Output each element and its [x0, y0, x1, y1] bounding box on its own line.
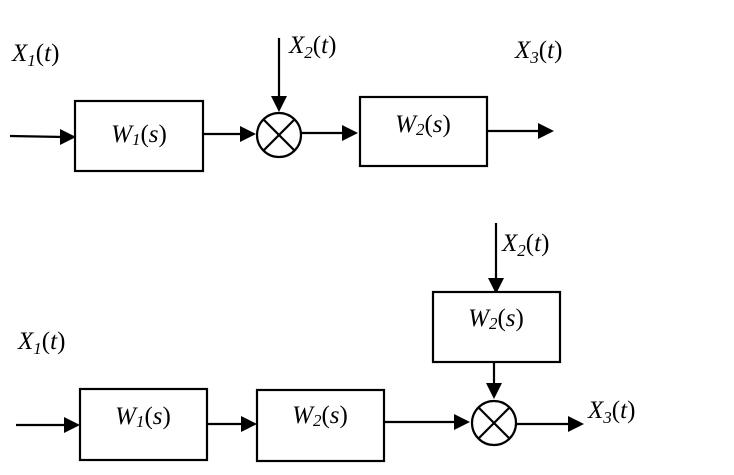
- top-w1-to-sum-arrowhead: [240, 126, 256, 142]
- top-output-arrowhead: [538, 123, 554, 139]
- bottom-input-arrowhead: [64, 417, 80, 433]
- bottom-w2-to-sum-arrowhead: [454, 414, 470, 430]
- top-block-w1: [73, 99, 205, 173]
- top-block-w1-label: W1(s): [111, 121, 167, 149]
- bottom-block-w2-label: W2(s): [292, 402, 348, 430]
- bottom-block-w1: [78, 387, 209, 462]
- bottom-input-label: X1(t): [17, 328, 65, 358]
- top-disturbance-arrowhead: [271, 96, 287, 112]
- bottom-output-arrowhead: [568, 416, 584, 432]
- bottom-diagram: X1(t) W1(s) W2(s) X2(t) W2(s): [16, 223, 635, 463]
- top-input-wire: [9, 134, 65, 139]
- top-diagram: X1(t) W1(s) X2(t) W2(s): [9, 32, 562, 173]
- bottom-w1-to-w2-arrowhead: [241, 416, 257, 432]
- bottom-block-w2: [255, 388, 386, 463]
- bottom-output-label: X3(t): [587, 397, 635, 427]
- bottom-disturbance-block-w2-label: W2(s): [468, 305, 524, 333]
- top-sum-to-w2-arrowhead: [342, 125, 358, 141]
- top-block-w2: [358, 95, 489, 168]
- top-summing-junction: [255, 111, 303, 159]
- bottom-disturbance-label: X2(t): [501, 230, 549, 260]
- top-input-label: X1(t): [11, 40, 59, 70]
- bottom-block-to-sum-arrowhead: [486, 383, 502, 399]
- top-block-w2-label: W2(s): [395, 111, 451, 139]
- bottom-summing-junction: [470, 399, 518, 447]
- top-output-label: X3(t): [514, 37, 562, 67]
- bottom-disturbance-arrowhead: [488, 278, 504, 294]
- bottom-block-w1-label: W1(s): [115, 403, 171, 431]
- bottom-disturbance-block-w2: [431, 290, 562, 364]
- top-disturbance-label: X2(t): [288, 32, 336, 62]
- top-input-arrowhead: [60, 129, 76, 145]
